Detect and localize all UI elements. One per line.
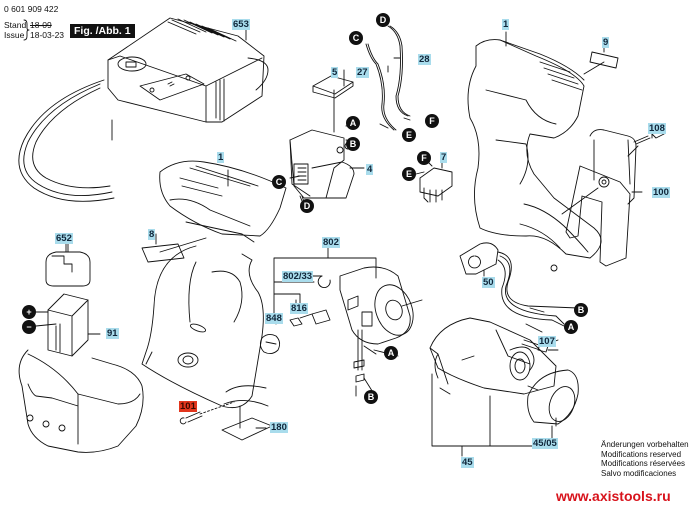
connector-marker-b-switch: B xyxy=(346,137,360,151)
connector-marker-a-led: A xyxy=(564,320,578,334)
notice-de: Änderungen vorbehalten xyxy=(601,440,689,449)
modifications-notice: Änderungen vorbehalten Modifications res… xyxy=(601,440,689,478)
belt-clip-drawing xyxy=(562,130,636,266)
part-label-45[interactable]: 45 xyxy=(461,457,474,468)
motor-drawing xyxy=(340,267,422,396)
part-label-5[interactable]: 5 xyxy=(331,67,339,78)
part-label-4[interactable]: 4 xyxy=(366,164,374,175)
issue-label: Issue xyxy=(4,30,25,40)
connector-marker-b-led: B xyxy=(574,303,588,317)
part-label-816[interactable]: 816 xyxy=(290,303,308,314)
label-180-drawing xyxy=(222,418,272,440)
part-label-7[interactable]: 7 xyxy=(440,152,448,163)
part-label-8[interactable]: 8 xyxy=(148,229,156,240)
connector-marker-b-motor: B xyxy=(364,390,378,404)
retaining-ring-drawing xyxy=(318,276,330,288)
plus-terminal-marker: + xyxy=(22,305,36,319)
connector-marker-d-top: D xyxy=(376,13,390,27)
connector-marker-c-switch: C xyxy=(272,175,286,189)
part-label-9[interactable]: 9 xyxy=(602,37,610,48)
notice-en: Modifications reserved xyxy=(601,449,682,459)
housing-left-drawing xyxy=(142,161,286,408)
stand-label: Stand xyxy=(4,20,27,30)
connector-marker-c-top: C xyxy=(349,31,363,45)
housing-right-drawing xyxy=(468,40,601,271)
connector-marker-f-holder: F xyxy=(417,151,431,165)
battery-cap-drawing xyxy=(46,252,90,286)
website-link[interactable]: www.axistools.ru xyxy=(556,488,671,504)
part-label-27[interactable]: 27 xyxy=(356,67,369,78)
part-label-100[interactable]: 100 xyxy=(652,187,670,198)
charger-drawing xyxy=(19,18,268,201)
part-label-28[interactable]: 28 xyxy=(418,54,431,65)
battery-drawing xyxy=(19,294,143,452)
part-label-1-left-housing[interactable]: 1 xyxy=(217,152,225,163)
notice-fr: Modifications réservées xyxy=(601,459,686,469)
connector-marker-a-switch: A xyxy=(346,116,360,130)
wire-27-drawing xyxy=(366,44,394,130)
connector-marker-f-wire: F xyxy=(425,114,439,128)
connector-marker-e-holder: E xyxy=(402,167,416,181)
contact-holder-drawing xyxy=(420,168,452,202)
part-number: 0 601 909 422 xyxy=(4,4,59,14)
connector-marker-a-motor: A xyxy=(384,346,398,360)
connector-marker-d-switch: D xyxy=(300,199,314,213)
issue-value: 18-03-23 xyxy=(30,30,65,40)
part-label-101[interactable]: 101 xyxy=(179,401,197,412)
led-module-drawing xyxy=(460,243,498,274)
wire-28-drawing xyxy=(388,26,408,116)
label-8-drawing xyxy=(142,244,184,262)
screw-101-drawing xyxy=(180,412,202,424)
gear-assembly-drawing xyxy=(430,318,556,394)
part-label-802-33[interactable]: 802/33 xyxy=(282,271,314,282)
part-label-108[interactable]: 108 xyxy=(648,123,666,134)
part-label-50[interactable]: 50 xyxy=(482,277,495,288)
stand-value: 18-09 xyxy=(30,20,52,30)
nameplate-9-drawing xyxy=(590,52,618,68)
brush-holder-drawing xyxy=(290,310,330,326)
part-label-652[interactable]: 652 xyxy=(55,233,73,244)
connector-marker-e-wire: E xyxy=(402,128,416,142)
part-label-802[interactable]: 802 xyxy=(322,237,340,248)
minus-terminal-marker: − xyxy=(22,320,36,334)
part-label-91[interactable]: 91 xyxy=(106,328,119,339)
part-label-180[interactable]: 180 xyxy=(270,422,288,433)
switch-drawing xyxy=(290,76,354,206)
part-label-653[interactable]: 653 xyxy=(232,19,250,30)
header-brace xyxy=(24,20,29,40)
part-label-45-05[interactable]: 45/05 xyxy=(532,438,558,449)
notice-es: Salvo modificaciones xyxy=(601,468,677,478)
figure-label: Fig. /Abb. 1 xyxy=(70,24,135,38)
part-label-848[interactable]: 848 xyxy=(265,313,283,324)
nose-cap-drawing xyxy=(528,370,579,424)
part-label-1-right-housing[interactable]: 1 xyxy=(502,19,510,30)
part-label-107[interactable]: 107 xyxy=(538,336,556,347)
brush-cap-drawing xyxy=(260,334,279,353)
